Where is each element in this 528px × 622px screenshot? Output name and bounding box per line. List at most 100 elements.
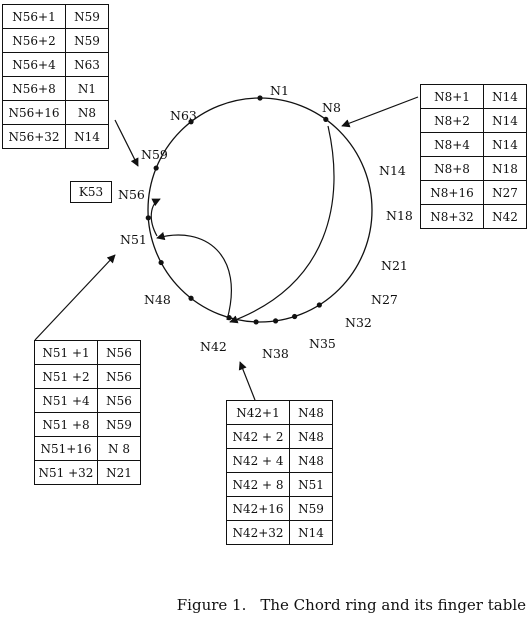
node-dot-n56 (145, 215, 151, 221)
node-label-n14: N14 (379, 163, 406, 178)
finger-successor: N59 (97, 412, 141, 437)
finger-start: N8+4 (420, 132, 484, 157)
pointer-n56-table (114, 119, 139, 167)
node-label-n56: N56 (118, 187, 145, 202)
node-dot-n59 (153, 165, 159, 171)
node-label-n21: N21 (381, 258, 408, 273)
figure-caption: Figure 1. The Chord ring and its finger t… (0, 596, 528, 614)
finger-successor: N14 (289, 520, 333, 545)
node-label-n48: N48 (144, 292, 171, 307)
finger-successor: N14 (65, 124, 109, 149)
finger-successor: N56 (97, 364, 141, 389)
finger-start: N51+16 (34, 436, 98, 461)
pointer-n8-table (341, 96, 419, 128)
node-label-n1: N1 (270, 83, 289, 98)
finger-start: N56+4 (2, 52, 66, 77)
node-dot-n63 (188, 119, 194, 125)
finger-successor: N51 (289, 472, 333, 497)
figure-title: The Chord ring and its finger table (260, 596, 526, 614)
node-dot-n32 (292, 313, 298, 320)
node-label-n38: N38 (262, 346, 289, 361)
finger-start: N51 +8 (34, 412, 98, 437)
node-label-n63: N63 (170, 108, 197, 123)
node-dot-n51 (158, 259, 164, 266)
finger-start: N42 + 8 (226, 472, 290, 497)
finger-start: N51 +1 (34, 340, 98, 365)
node-dot-n8 (323, 116, 329, 122)
finger-start: N8+8 (420, 156, 484, 181)
lookup-arrow-n8-n42 (229, 125, 335, 324)
finger-successor: N14 (483, 108, 527, 133)
node-dot-n35 (272, 318, 279, 324)
node-label-n35: N35 (309, 336, 336, 351)
finger-successor: N59 (289, 496, 333, 521)
figure-number: Figure 1. (176, 596, 247, 614)
finger-successor: N48 (289, 400, 333, 425)
finger-successor: N8 (65, 100, 109, 125)
finger-successor: N14 (483, 84, 527, 109)
key-k53-box: K53 (70, 181, 112, 203)
finger-start: N42 + 2 (226, 424, 290, 449)
node-label-n51: N51 (120, 232, 147, 247)
pointer-n51-table (34, 254, 116, 341)
finger-start: N56+8 (2, 76, 66, 101)
finger-successor: N 8 (97, 436, 141, 461)
finger-successor: N14 (483, 132, 527, 157)
finger-start: N42+1 (226, 400, 290, 425)
finger-start: N51 +32 (34, 460, 98, 485)
finger-start: N8+1 (420, 84, 484, 109)
finger-start: N56+16 (2, 100, 66, 125)
finger-start: N8+32 (420, 204, 484, 229)
finger-successor: N21 (97, 460, 141, 485)
finger-successor: N48 (289, 448, 333, 473)
node-label-n8: N8 (322, 100, 341, 115)
finger-successor: N59 (65, 4, 109, 29)
finger-start: N42+16 (226, 496, 290, 521)
node-dot-n42 (226, 315, 232, 321)
finger-successor: N27 (483, 180, 527, 205)
node-dot-n48 (188, 295, 194, 301)
node-dot-n27 (316, 302, 322, 308)
finger-start: N56+1 (2, 4, 66, 29)
node-label-n42: N42 (200, 339, 227, 354)
finger-start: N51 +2 (34, 364, 98, 389)
node-dot-n38 (253, 319, 259, 325)
finger-start: N8+2 (420, 108, 484, 133)
finger-successor: N1 (65, 76, 109, 101)
finger-successor: N56 (97, 388, 141, 413)
finger-start: N42+32 (226, 520, 290, 545)
finger-start: N56+2 (2, 28, 66, 53)
finger-successor: N56 (97, 340, 141, 365)
node-dot-n1 (257, 95, 263, 101)
node-label-n32: N32 (345, 315, 372, 330)
finger-successor: N63 (65, 52, 109, 77)
finger-successor: N42 (483, 204, 527, 229)
node-label-n18: N18 (386, 208, 413, 223)
node-label-n27: N27 (371, 292, 398, 307)
finger-successor: N48 (289, 424, 333, 449)
finger-start: N42 + 4 (226, 448, 290, 473)
lookup-arrow-n42-n51 (156, 231, 232, 321)
